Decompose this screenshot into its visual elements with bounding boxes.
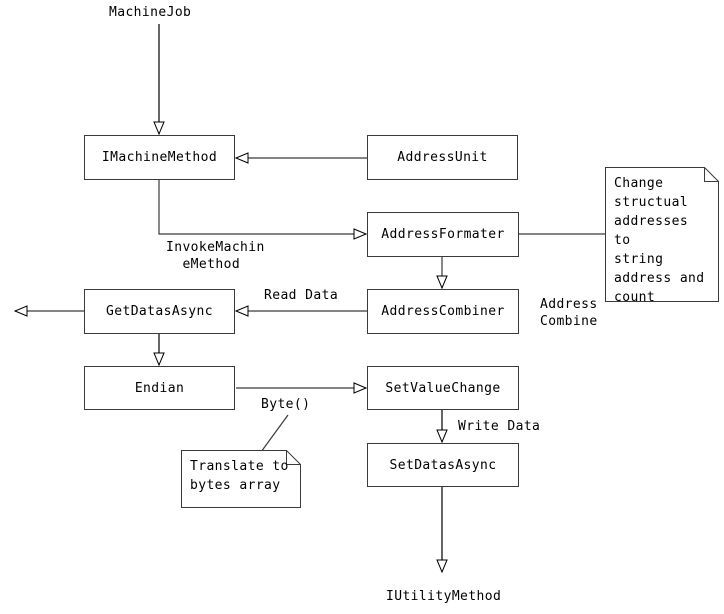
node-imachinemethod[interactable]: IMachineMethod — [84, 135, 235, 180]
node-label: AddressFormater — [381, 227, 505, 242]
node-label: Endian — [134, 380, 185, 396]
label-invokemachinemethod: InvokeMachin eMethod — [166, 240, 265, 272]
note-text: Translate to bytes array — [190, 459, 289, 493]
node-label: AddressUnit — [397, 150, 488, 165]
label-write-data: Write Data — [458, 419, 541, 434]
node-label: SetDatasAsync — [389, 457, 497, 473]
node-getdatasasync[interactable]: GetDatasAsync — [84, 289, 235, 334]
edge-byte-to-note-translate — [260, 414, 289, 453]
note-address-description: Change structual addresses to string add… — [605, 167, 719, 305]
node-setvaluechange[interactable]: SetValueChange — [367, 366, 519, 410]
node-label: AddressCombiner — [381, 304, 505, 319]
label-byte: Byte() — [261, 397, 311, 412]
node-label: SetValueChange — [385, 380, 501, 396]
node-label: GetDatasAsync — [106, 304, 213, 319]
node-endian[interactable]: Endian — [84, 366, 235, 410]
note-text: Change structual addresses to string add… — [614, 176, 705, 305]
note-shape — [605, 167, 719, 302]
note-shape — [181, 450, 301, 508]
label-address-combine: Address Combine — [540, 297, 598, 329]
node-addresscombiner[interactable]: AddressCombiner — [367, 289, 519, 334]
node-label: IMachineMethod — [101, 150, 218, 165]
node-addressformater[interactable]: AddressFormater — [367, 212, 519, 257]
label-iutilitymethod: IUtilityMethod — [386, 589, 502, 604]
note-translate-description: Translate to bytes array — [181, 450, 301, 508]
label-machinejob: MachineJob — [109, 5, 192, 20]
edge-imachinemethod-to-addressformater — [158, 180, 366, 234]
label-read-data: Read Data — [264, 288, 339, 303]
node-setdatasasync[interactable]: SetDatasAsync — [367, 443, 519, 487]
node-addressunit[interactable]: AddressUnit — [367, 135, 518, 180]
